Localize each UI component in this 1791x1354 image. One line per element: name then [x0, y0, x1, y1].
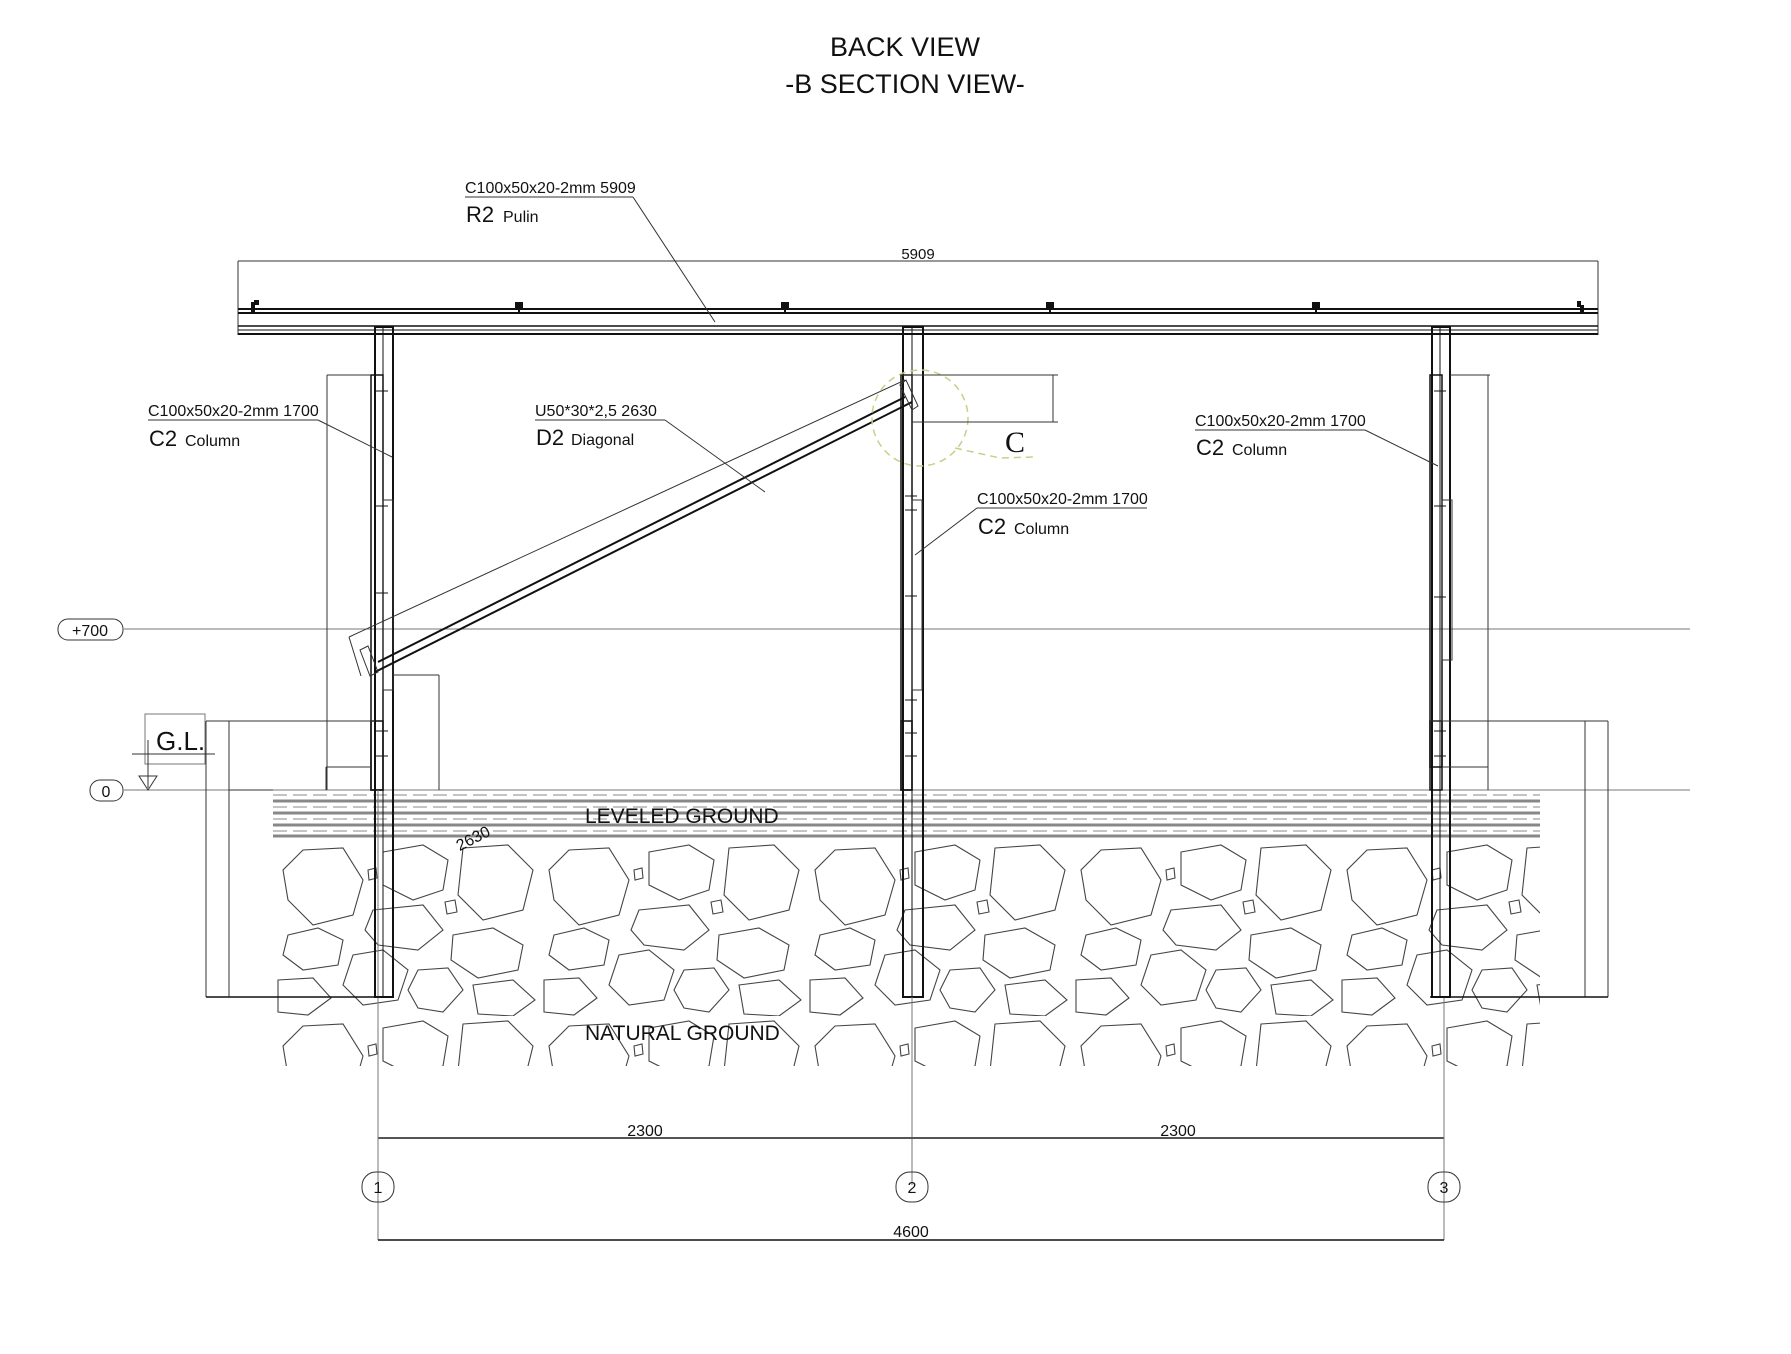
pulin-length-dim: 5909	[901, 246, 934, 263]
drawing-title: BACK VIEW	[830, 32, 981, 62]
level-upper-label: +700	[72, 623, 108, 640]
total-span-dim: 4600	[893, 1224, 929, 1241]
diagonal-mark: D2	[536, 425, 564, 450]
diagonal-brace: 2630	[348, 379, 919, 855]
leveled-ground-hatch	[273, 794, 1540, 838]
column-center-spec: C100x50x20-2mm 1700	[977, 491, 1148, 508]
column-right-label: C100x50x20-2mm 1700 C2 Column	[1195, 413, 1439, 467]
diagonal-spec: U50*30*2,5 2630	[535, 403, 657, 420]
diagonal-label: U50*30*2,5 2630 D2 Diagonal	[535, 403, 766, 493]
ground-level-tag: G.L.	[156, 726, 205, 756]
span-2-dim: 2300	[1160, 1123, 1196, 1140]
module-clamps	[251, 300, 1584, 313]
ground-level-tag-box	[144, 713, 206, 765]
right-dimensions: 1700 300 1200 900 100	[1430, 374, 1609, 998]
grid-axis-2-bubble	[895, 1171, 929, 1203]
ground-section: LEVELED GROUND NATURAL GROUND	[273, 790, 1540, 1066]
column-right-spec: C100x50x20-2mm 1700	[1195, 413, 1366, 430]
column-center-label: C100x50x20-2mm 1700 C2 Column	[914, 491, 1148, 556]
pulin-mark: R2	[466, 202, 494, 227]
level-tag-upper	[57, 618, 124, 641]
leveled-ground-label: LEVELED GROUND	[585, 805, 779, 828]
grid-axis-3-bubble	[1427, 1171, 1461, 1203]
pulin-name: Pulin	[503, 209, 539, 226]
left-dimensions: 1700 300 1200 900 100 500	[205, 374, 440, 998]
grid-axis-1: 1	[374, 1180, 383, 1197]
pulin-label: C100x50x20-2mm 5909 R2 Pulin	[465, 180, 716, 323]
grid-axis-2: 2	[908, 1180, 917, 1197]
level-tag-zero	[89, 779, 124, 802]
column-center-mark: C2	[978, 514, 1006, 539]
span-dimensions: 2300 2300 4600 1 2 3	[361, 1100, 1461, 1241]
grid-axis-3: 3	[1440, 1180, 1449, 1197]
detail-callout-c: C 200	[871, 369, 1058, 467]
detail-circle	[871, 369, 969, 467]
pulin-rail: 5909	[237, 246, 1599, 335]
natural-ground-hatch	[273, 840, 1540, 1066]
grid-axis-1-bubble	[361, 1171, 395, 1203]
column-left-spec: C100x50x20-2mm 1700	[148, 403, 319, 420]
pulin-spec: C100x50x20-2mm 5909	[465, 180, 636, 197]
column-center-name: Column	[1014, 521, 1069, 538]
column-left-name: Column	[185, 433, 240, 450]
level-zero-label: 0	[102, 784, 111, 801]
column-left-mark: C2	[149, 426, 177, 451]
drawing-subtitle: -B SECTION VIEW-	[785, 69, 1025, 99]
natural-ground-label: NATURAL GROUND	[585, 1022, 780, 1045]
column-right-name: Column	[1232, 442, 1287, 459]
span-1-dim: 2300	[627, 1123, 663, 1140]
level-lines: +700 0 G.L.	[57, 618, 1690, 802]
diagonal-name: Diagonal	[571, 432, 634, 449]
column-right-mark: C2	[1196, 435, 1224, 460]
detail-c-label: C	[1005, 426, 1025, 459]
column-left-label: C100x50x20-2mm 1700 C2 Column	[148, 403, 393, 458]
level-triangle-icon	[138, 775, 158, 791]
